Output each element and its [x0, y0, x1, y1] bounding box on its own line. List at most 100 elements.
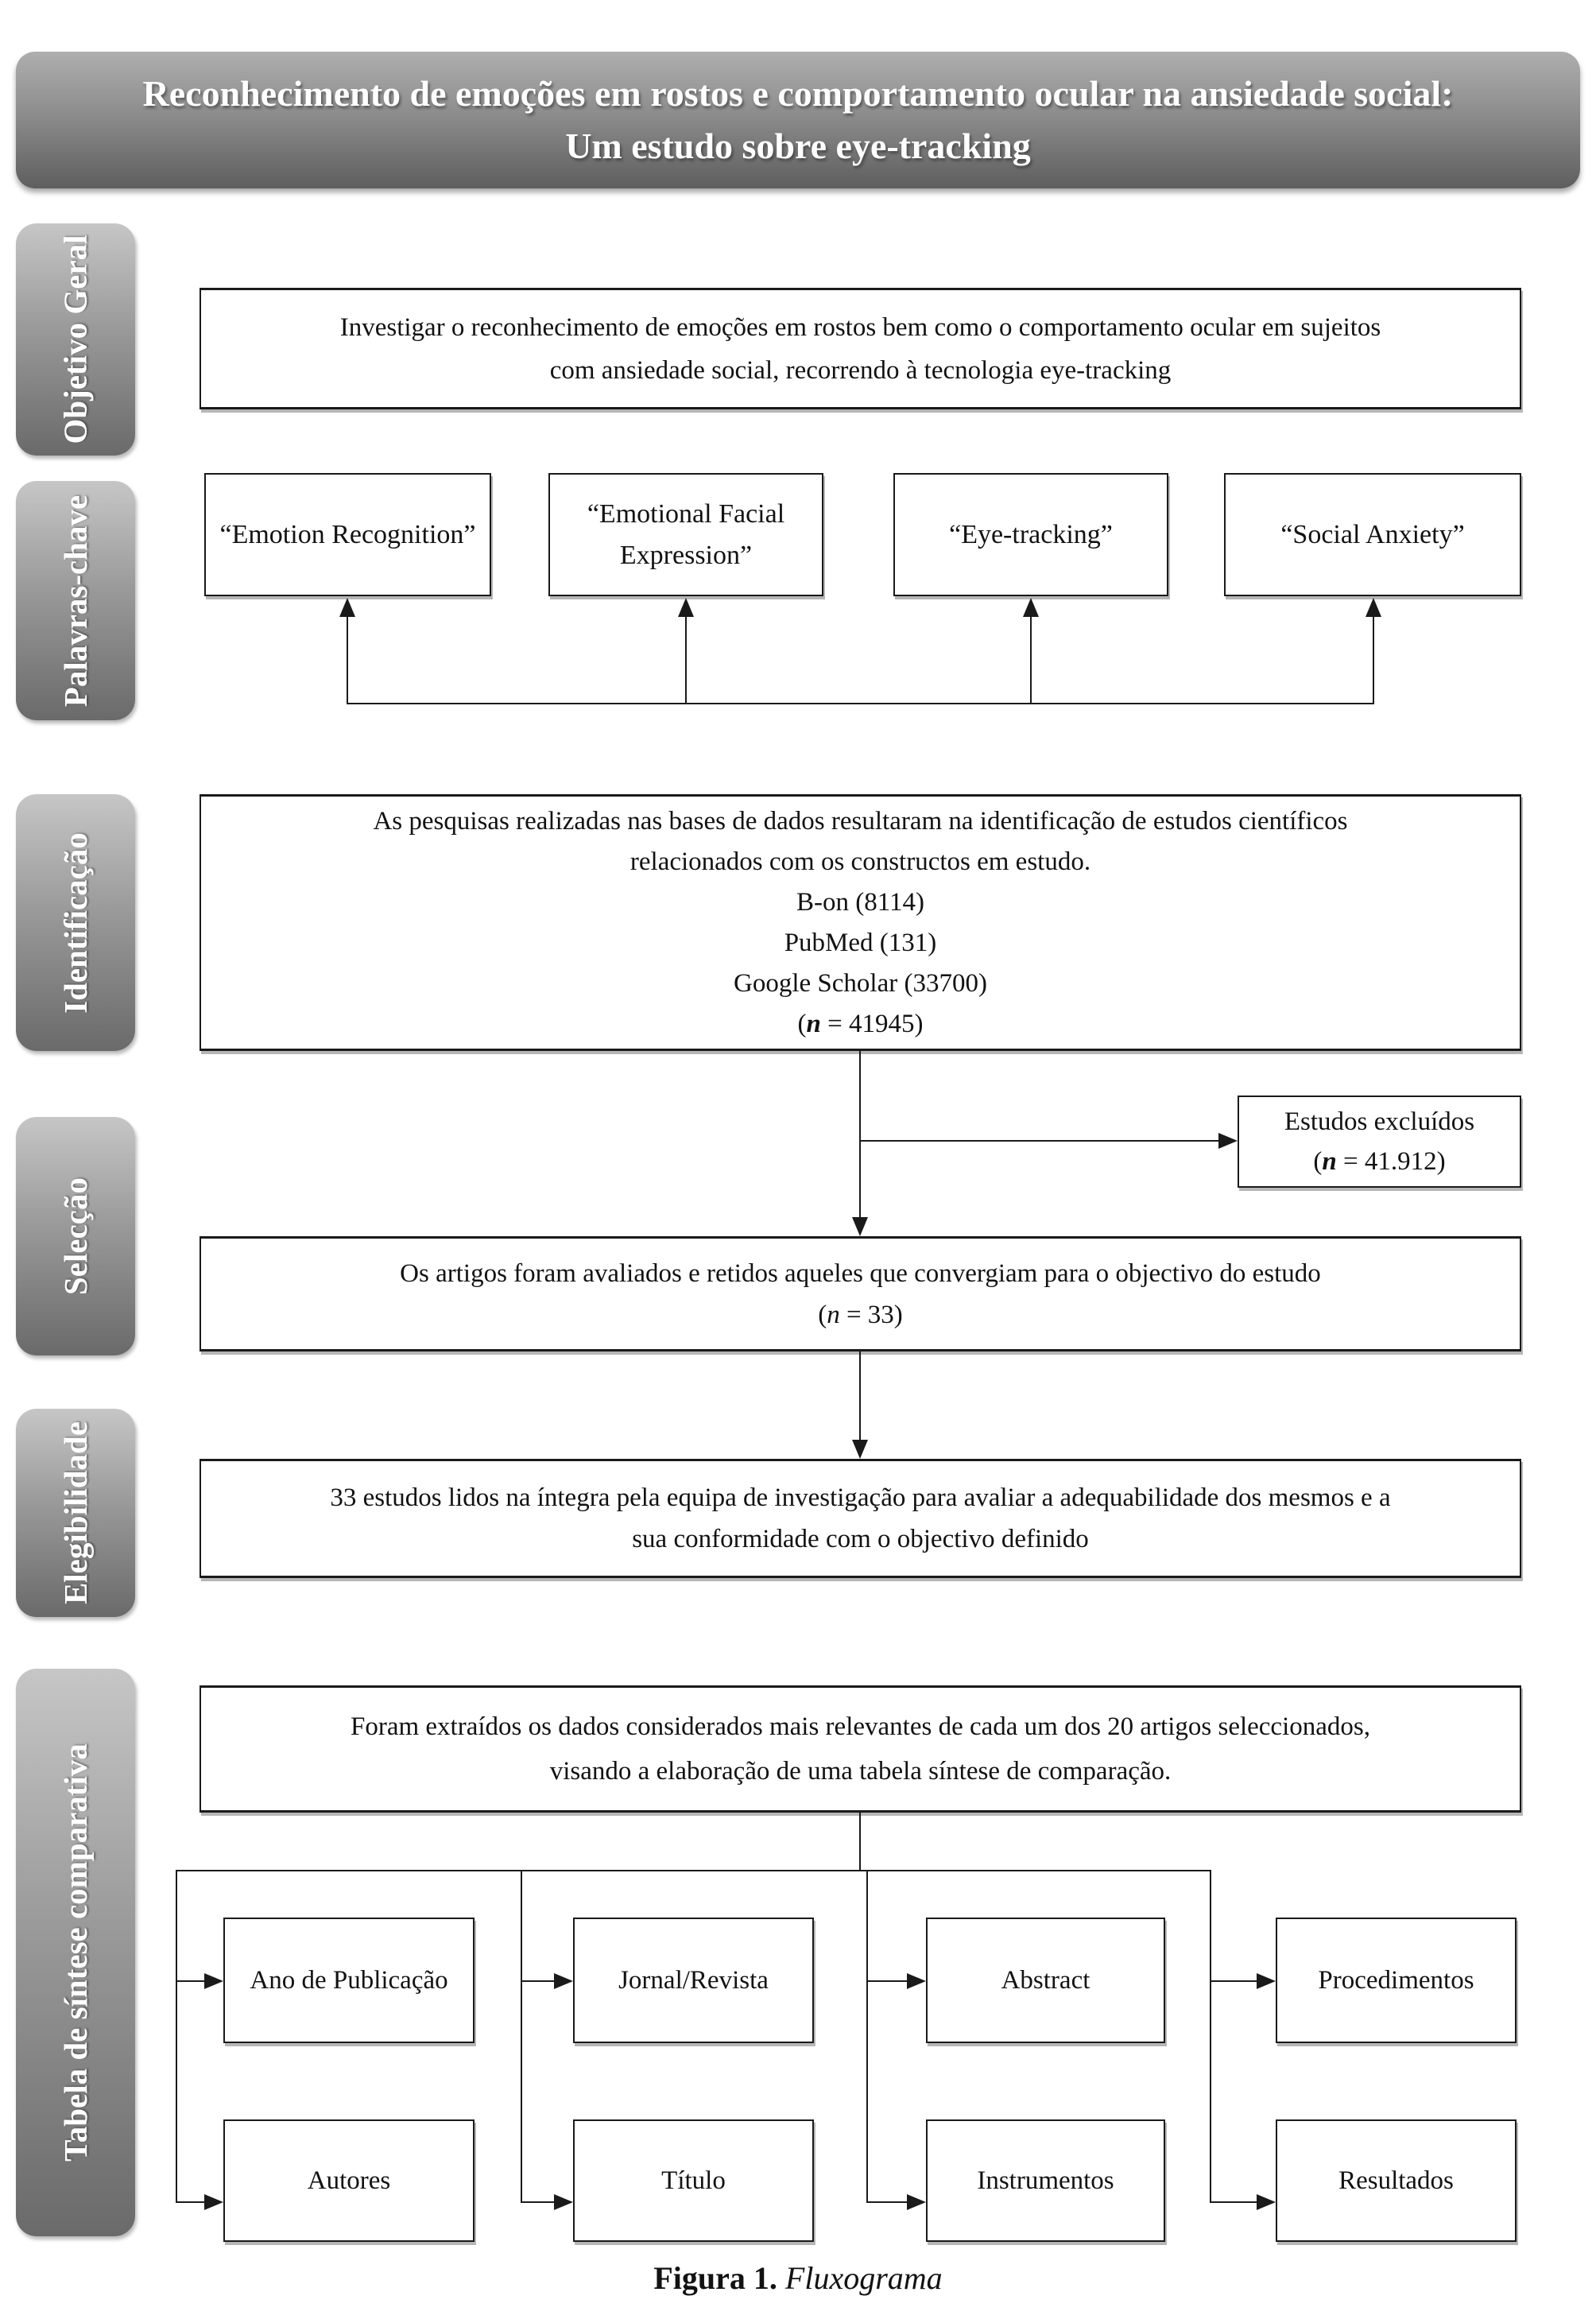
stage-label-text: Objetivo Geral — [57, 235, 94, 444]
grid-box-text: Resultados — [1338, 2166, 1454, 2195]
arrowhead-right-icon — [907, 1973, 926, 1989]
arrowhead-right-icon — [1257, 1973, 1276, 1989]
grid-arrow-line — [176, 2201, 207, 2203]
stage-label-palavras-chave: Palavras-chave — [16, 481, 135, 720]
keyword-box-emotion-recognition: “Emotion Recognition” — [204, 473, 491, 596]
box-text-line: sua conformidade com o objectivo definid… — [632, 1525, 1089, 1553]
flow-box-identificacao: As pesquisas realizadas nas bases de dad… — [200, 794, 1521, 1051]
flow-arrow-stem — [859, 1051, 861, 1218]
stage-label-text: Selecção — [56, 1177, 94, 1295]
keyword-box-eye-tracking: “Eye-tracking” — [893, 473, 1168, 596]
branch-line-excluded — [859, 1140, 1218, 1142]
n-total-line: (n = 41945) — [797, 1009, 924, 1038]
box-text-line: Os artigos foram avaliados e retidos aqu… — [400, 1258, 1321, 1288]
grid-box-resultados: Resultados — [1276, 2119, 1517, 2242]
grid-arrow-line — [866, 1980, 910, 1982]
distribution-drop-line — [521, 1870, 522, 2203]
page-title-line1: Reconhecimento de emoções em rostos e co… — [142, 73, 1454, 114]
distribution-drop-line — [176, 1870, 177, 2203]
arrowhead-right-icon — [907, 2194, 926, 2210]
grid-arrow-line — [1210, 1980, 1260, 1982]
box-text-line: Investigar o reconhecimento de emoções e… — [339, 312, 1381, 342]
keyword-arrow-stem — [685, 615, 687, 704]
grid-box-instrumentos: Instrumentos — [926, 2119, 1165, 2242]
grid-box-ano-publicacao: Ano de Publicação — [223, 1918, 475, 2043]
arrowhead-right-icon — [204, 2194, 223, 2210]
grid-box-procedimentos: Procedimentos — [1276, 1918, 1517, 2043]
grid-box-text: Instrumentos — [977, 2166, 1114, 2195]
distribution-drop-line — [866, 1870, 868, 2203]
figure-caption: Figura 1. Fluxograma — [0, 2259, 1596, 2297]
grid-box-text: Autores — [307, 2166, 391, 2195]
grid-box-text: Título — [661, 2166, 726, 2195]
stage-label-text: Identificação — [57, 832, 94, 1014]
stage-label-seleccao: Selecção — [16, 1117, 135, 1355]
keyword-bracket-line — [347, 703, 1374, 704]
stage-label-text: Palavras-chave — [57, 494, 95, 707]
box-text-line: 33 estudos lidos na íntegra pela equipa … — [330, 1483, 1391, 1512]
flow-box-seleccao: Os artigos foram avaliados e retidos aqu… — [200, 1236, 1521, 1351]
flow-box-objetivo: Investigar o reconhecimento de emoções e… — [200, 288, 1521, 409]
grid-arrow-line — [1210, 2201, 1260, 2203]
distribution-feed-line — [859, 1813, 861, 1871]
box-text-line: Foram extraídos os dados considerados ma… — [351, 1712, 1370, 1741]
arrowhead-up-icon — [339, 598, 355, 617]
grid-box-text: Procedimentos — [1318, 1966, 1474, 1995]
grid-box-autores: Autores — [223, 2119, 475, 2242]
stage-label-elegibilidade: Elegibilidade — [16, 1409, 135, 1617]
box-text-line: relacionados com os constructos em estud… — [629, 847, 1091, 876]
grid-box-text: Abstract — [1001, 1966, 1090, 1995]
grid-arrow-line — [866, 2201, 910, 2203]
arrowhead-right-icon — [1257, 2194, 1276, 2210]
grid-box-text: Jornal/Revista — [618, 1966, 769, 1995]
database-count-google-scholar: Google Scholar (33700) — [734, 968, 987, 998]
grid-arrow-line — [521, 2201, 557, 2203]
grid-box-jornal-revista: Jornal/Revista — [573, 1918, 814, 2043]
grid-arrow-line — [176, 1980, 207, 1982]
box-text-line: visando a elaboração de uma tabela sínte… — [549, 1757, 1172, 1786]
grid-box-abstract: Abstract — [926, 1918, 1165, 2043]
distribution-line — [176, 1870, 1211, 1871]
figure-caption-label: Figura 1. — [653, 2260, 777, 2296]
page-title-line2: Um estudo sobre eye-tracking — [565, 126, 1031, 166]
box-text-line: com ansiedade social, recorrendo à tecno… — [549, 355, 1172, 385]
arrowhead-right-icon — [554, 1973, 573, 1989]
keyword-arrow-stem — [347, 615, 348, 704]
title-banner: Reconhecimento de emoções em rostos e co… — [16, 52, 1580, 188]
keyword-text: “Social Anxiety” — [1280, 519, 1465, 549]
box-text-line: As pesquisas realizadas nas bases de dad… — [373, 806, 1348, 836]
arrowhead-right-icon — [204, 1973, 223, 1989]
stage-label-text: Tabela de síntese comparativa — [57, 1743, 94, 2162]
arrowhead-right-icon — [554, 2194, 573, 2210]
grid-box-titulo: Título — [573, 2119, 814, 2242]
stage-label-identificacao: Identificação — [16, 794, 135, 1051]
arrowhead-up-icon — [1023, 598, 1039, 617]
flow-box-estudos-excluidos: Estudos excluídos (n = 41.912) — [1238, 1096, 1521, 1188]
flow-box-tabela: Foram extraídos os dados considerados ma… — [200, 1685, 1521, 1813]
n-selected-line: (n = 33) — [818, 1300, 903, 1329]
stage-label-objetivo-geral: Objetivo Geral — [16, 223, 135, 456]
arrowhead-down-icon — [852, 1217, 868, 1236]
database-count-bon: B-on (8114) — [796, 887, 924, 917]
database-count-pubmed: PubMed (131) — [784, 928, 937, 957]
distribution-drop-line — [1210, 1870, 1211, 2203]
keyword-arrow-stem — [1030, 615, 1032, 704]
grid-box-text: Ano de Publicação — [250, 1966, 448, 1995]
keyword-box-emotional-facial-expression: “Emotional Facial Expression” — [548, 473, 823, 596]
keyword-text: “Emotion Recognition” — [219, 519, 476, 549]
stage-label-text: Elegibilidade — [57, 1421, 95, 1605]
keyword-box-social-anxiety: “Social Anxiety” — [1224, 473, 1521, 596]
stage-label-tabela-sintese: Tabela de síntese comparativa — [16, 1669, 135, 2236]
keyword-text: “Eye-tracking” — [949, 519, 1113, 549]
box-text-line: Estudos excluídos — [1284, 1107, 1475, 1136]
n-excluded-line: (n = 41.912) — [1313, 1147, 1446, 1176]
arrowhead-right-icon — [1218, 1133, 1238, 1149]
figure-caption-text: Fluxograma — [777, 2260, 943, 2296]
flow-box-elegibilidade: 33 estudos lidos na íntegra pela equipa … — [200, 1459, 1521, 1578]
keyword-arrow-stem — [1373, 615, 1374, 704]
arrowhead-up-icon — [1366, 598, 1381, 617]
arrowhead-up-icon — [678, 598, 694, 617]
flow-arrow-stem — [859, 1351, 861, 1441]
grid-arrow-line — [521, 1980, 557, 1982]
